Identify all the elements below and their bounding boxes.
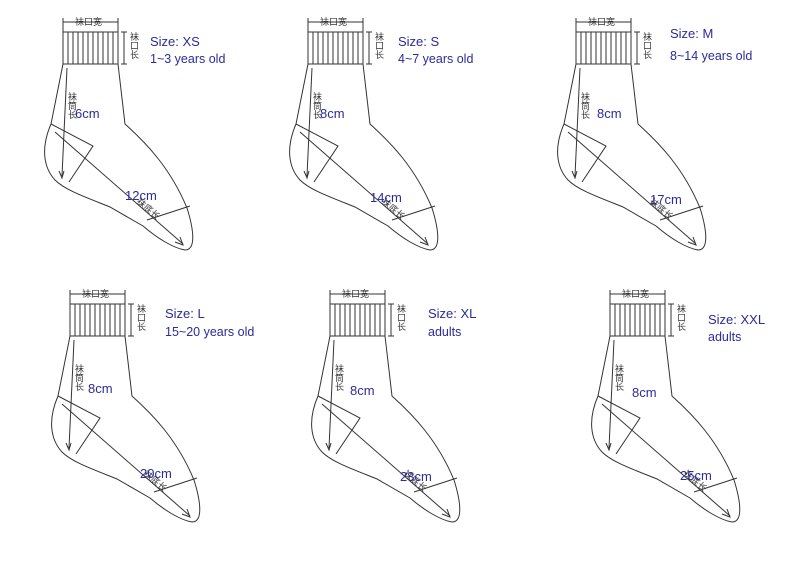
cuff-width-label: 袜口宽 — [342, 290, 370, 300]
size-label: Size: M — [670, 26, 714, 41]
age-label: 4~7 years old — [398, 52, 474, 66]
leg-length-label: 袜筒长 — [311, 92, 321, 119]
age-label: 15~20 years old — [165, 325, 255, 339]
foot-length-value: 25cm — [680, 468, 712, 483]
age-label: adults — [708, 330, 742, 344]
foot-length-value: 23cm — [400, 469, 432, 484]
cuff-width-label: 袜口宽 — [320, 18, 348, 28]
size-label: Size: L — [165, 306, 205, 321]
cuff-width-label: 袜口宽 — [75, 18, 103, 28]
cuff-width-label: 袜口宽 — [622, 290, 650, 300]
leg-length-value: 8cm — [88, 381, 113, 396]
sock-outline — [44, 18, 194, 251]
size-label: Size: XL — [428, 306, 477, 321]
leg-length-label: 袜筒长 — [66, 92, 76, 119]
age-label: adults — [428, 325, 462, 339]
foot-length-value: 12cm — [125, 188, 157, 203]
leg-length-label: 袜筒长 — [613, 364, 623, 391]
size-label: Size: XXL — [708, 312, 766, 327]
sock-outline — [311, 290, 461, 523]
sock-outline — [591, 290, 741, 523]
foot-length-value: 14cm — [370, 190, 402, 205]
sock-outline — [51, 290, 201, 523]
leg-length-label: 袜筒长 — [333, 364, 343, 391]
leg-length-label: 袜筒长 — [73, 364, 83, 391]
sock-diagram: 袜口宽袜口长袜筒长袜底长 — [302, 284, 552, 564]
leg-length-value: 6cm — [75, 106, 100, 121]
sock-outline — [289, 18, 439, 251]
leg-length-value: 8cm — [632, 385, 657, 400]
sock-diagram: 袜口宽袜口长袜筒长袜底长 — [548, 12, 798, 292]
cuff-height-label: 袜口长 — [135, 304, 145, 331]
cuff-width-label: 袜口宽 — [588, 18, 616, 28]
leg-length-value: 8cm — [597, 106, 622, 121]
leg-length-label: 袜筒长 — [579, 92, 589, 119]
cuff-height-label: 袜口长 — [641, 32, 651, 59]
age-label: 1~3 years old — [150, 52, 226, 66]
sock-outline — [557, 18, 707, 251]
cuff-width-label: 袜口宽 — [82, 290, 110, 300]
age-label: 8~14 years old — [670, 49, 753, 63]
size-label: Size: S — [398, 34, 440, 49]
sock-diagram: 袜口宽袜口长袜筒长袜底长 — [280, 12, 530, 292]
size-label: Size: XS — [150, 34, 200, 49]
leg-length-value: 8cm — [320, 106, 345, 121]
cuff-height-label: 袜口长 — [395, 304, 405, 331]
sock-diagram: 袜口宽袜口长袜筒长袜底长 — [35, 12, 285, 292]
cuff-height-label: 袜口长 — [128, 32, 138, 59]
sock-diagram: 袜口宽袜口长袜筒长袜底长 — [42, 284, 292, 564]
foot-length-value: 17cm — [650, 192, 682, 207]
sock-diagram: 袜口宽袜口长袜筒长袜底长 — [582, 284, 800, 564]
leg-length-value: 8cm — [350, 383, 375, 398]
cuff-height-label: 袜口长 — [373, 32, 383, 59]
foot-length-value: 20cm — [140, 466, 172, 481]
cuff-height-label: 袜口长 — [675, 304, 685, 331]
